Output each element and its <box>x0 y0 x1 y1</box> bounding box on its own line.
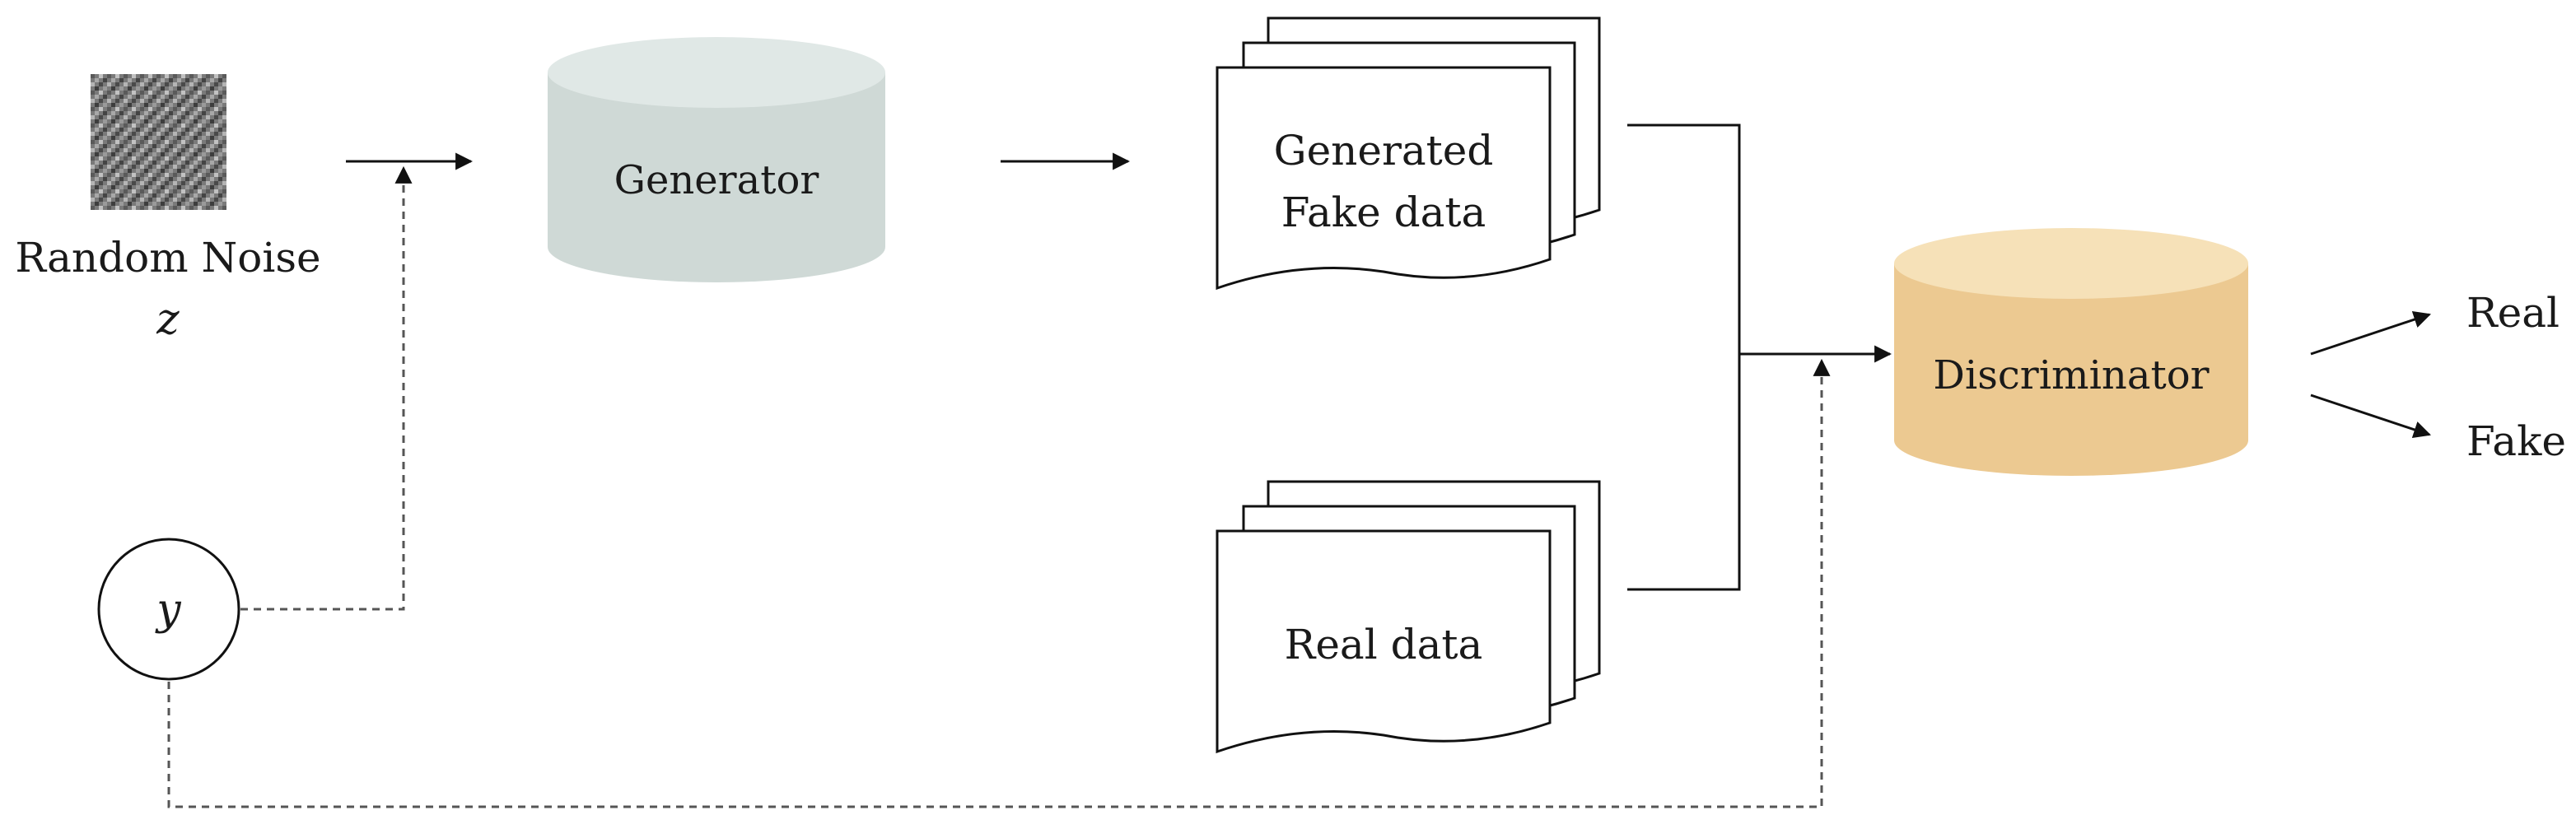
condition-symbol: y <box>155 585 181 635</box>
random-noise-label: Random Noise <box>15 234 320 282</box>
generated-label-line2: Fake data <box>1281 189 1486 236</box>
output-real-label: Real <box>2466 289 2560 337</box>
real-data-label: Real data <box>1285 621 1483 668</box>
generated-label-line1: Generated <box>1274 127 1494 175</box>
condition-circle <box>97 538 240 681</box>
discriminator-block <box>1894 228 2248 476</box>
generator-label: Generator <box>614 157 819 203</box>
output-fake-label: Fake <box>2466 417 2566 465</box>
discriminator-to-fake-arrow <box>2310 394 2431 438</box>
generator-block <box>548 37 885 282</box>
condition-to-generator-arrow <box>240 165 413 611</box>
noise-symbol: z <box>156 295 180 344</box>
merge-connector <box>1627 123 1741 591</box>
discriminator-to-real-arrow <box>2310 311 2431 356</box>
discriminator-label: Discriminator <box>1933 352 2209 398</box>
random-noise-image <box>91 74 226 210</box>
condition-to-discriminator-arrow <box>167 358 1831 808</box>
generated-fake-data-stack <box>1216 16 1601 291</box>
real-data-stack <box>1216 480 1601 754</box>
